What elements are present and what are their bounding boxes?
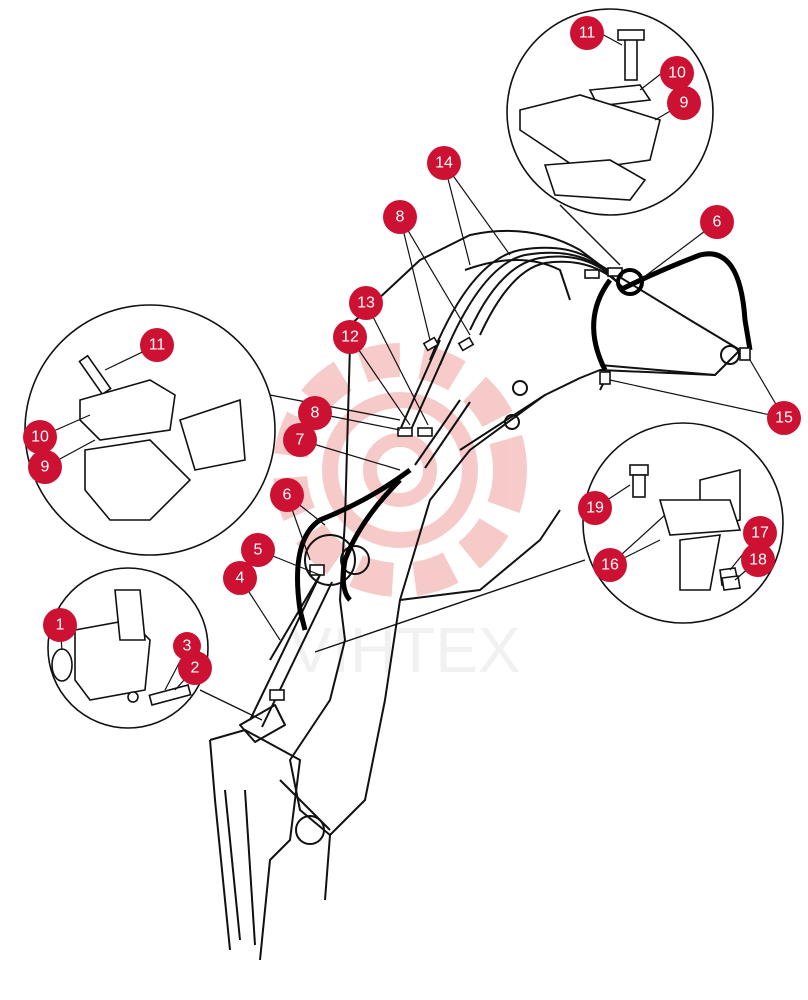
hose-clamp-ring [616,268,644,296]
callout-5: 5 [241,533,275,567]
callout-13: 13 [349,286,383,320]
svg-text:14: 14 [435,155,453,172]
svg-text:15: 15 [775,410,793,427]
svg-text:16: 16 [601,557,619,574]
callout-6-right: 6 [700,205,734,239]
watermark-gear-icon [273,343,527,597]
svg-text:11: 11 [579,25,596,42]
svg-text:17: 17 [751,525,769,542]
callout-11-left: 11 [140,328,174,362]
fittings [269,267,751,701]
callout-8-upper: 8 [383,200,417,234]
svg-text:6: 6 [283,487,292,504]
svg-text:10: 10 [668,65,686,82]
callout-15: 15 [767,401,801,435]
svg-text:11: 11 [149,337,166,354]
svg-text:9: 9 [41,459,50,476]
detail-leaders [199,204,621,721]
callout-14: 14 [427,146,461,180]
hose-lines [269,246,626,661]
svg-text:19: 19 [586,500,604,517]
svg-text:3: 3 [183,638,192,655]
callout-7: 7 [283,423,317,457]
svg-text:7: 7 [296,432,305,449]
svg-text:5: 5 [254,542,263,559]
callout-8-lower: 8 [298,396,332,430]
watermark: VIHTEX [273,343,527,686]
callout-11-top: 11 [570,16,604,50]
svg-text:13: 13 [357,295,375,312]
callout-4: 4 [223,561,257,595]
callout-17: 17 [743,516,777,550]
callout-1: 1 [43,608,77,642]
svg-text:12: 12 [341,329,359,346]
callout-10-top: 10 [660,56,694,90]
callout-18: 18 [741,543,775,577]
svg-text:9: 9 [680,95,689,112]
black-hoses [295,251,753,631]
callout-19: 19 [578,491,612,525]
svg-text:6: 6 [713,214,722,231]
svg-text:18: 18 [749,552,767,569]
callout-12: 12 [333,320,367,354]
svg-text:1: 1 [56,617,65,634]
svg-text:2: 2 [191,660,200,677]
svg-text:4: 4 [236,570,245,587]
callout-3: 3 [173,632,201,660]
callout-16: 16 [593,548,627,582]
svg-text:8: 8 [311,405,320,422]
svg-text:10: 10 [31,429,49,446]
callout-6-left: 6 [270,478,304,512]
svg-text:8: 8 [396,209,405,226]
watermark-text: VIHTEX [289,614,520,686]
boom-assembly [209,229,741,961]
callouts: 1 2 3 4 5 6 6 7 8 8 9 9 10 10 11 11 12 1… [23,16,801,685]
callout-9-left: 9 [28,450,62,484]
detail-parts [51,29,742,706]
callout-10-left: 10 [23,420,57,454]
callout-9-top: 9 [667,86,701,120]
